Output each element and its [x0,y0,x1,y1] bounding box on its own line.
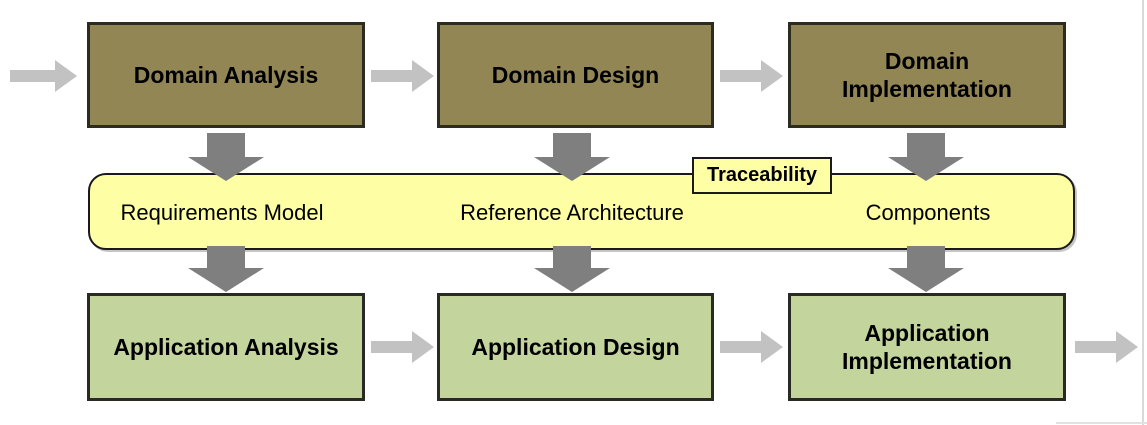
arrow-down-icon [188,246,264,292]
box-label: Domain Analysis [133,62,319,88]
box-application-design: Application Design [437,293,714,401]
box-label-line2: Implementation [842,348,1012,374]
box-domain-analysis: Domain Analysis [87,22,365,128]
arrow-down-icon [888,246,964,292]
arrow-right-icon [1075,331,1138,363]
box-label: Application Design [471,334,680,360]
band-label-requirements-model: Requirements Model [120,200,324,225]
arrow-right-icon [720,331,783,363]
band-label-components: Components [865,200,991,225]
box-label-line2: Implementation [842,76,1012,102]
arrow-down-icon [888,133,964,181]
arrow-right-icon [371,331,434,363]
arrow-right-icon [371,60,434,92]
page-edge-line [1142,0,1144,425]
arrow-right-icon [10,60,77,92]
arrow-down-icon [534,246,610,292]
box-label: Domain Design [491,62,660,88]
box-application-analysis: Application Analysis [87,293,365,401]
box-label: Application Analysis [113,334,339,360]
box-domain-design: Domain Design [437,22,714,128]
traceability-tag: Traceability [692,157,832,194]
arrow-down-icon [188,133,264,181]
box-application-implementation: Application Implementation [788,293,1066,401]
arrow-right-icon [720,60,783,92]
traceability-tag-label: Traceability [706,164,818,186]
box-label: Domain [884,48,970,74]
arrow-down-icon [534,133,610,181]
box-label: Application [864,320,990,346]
page-corner-line [1056,422,1147,424]
box-domain-implementation: Domain Implementation [788,22,1066,128]
band-label-reference-architecture: Reference Architecture [460,200,684,225]
